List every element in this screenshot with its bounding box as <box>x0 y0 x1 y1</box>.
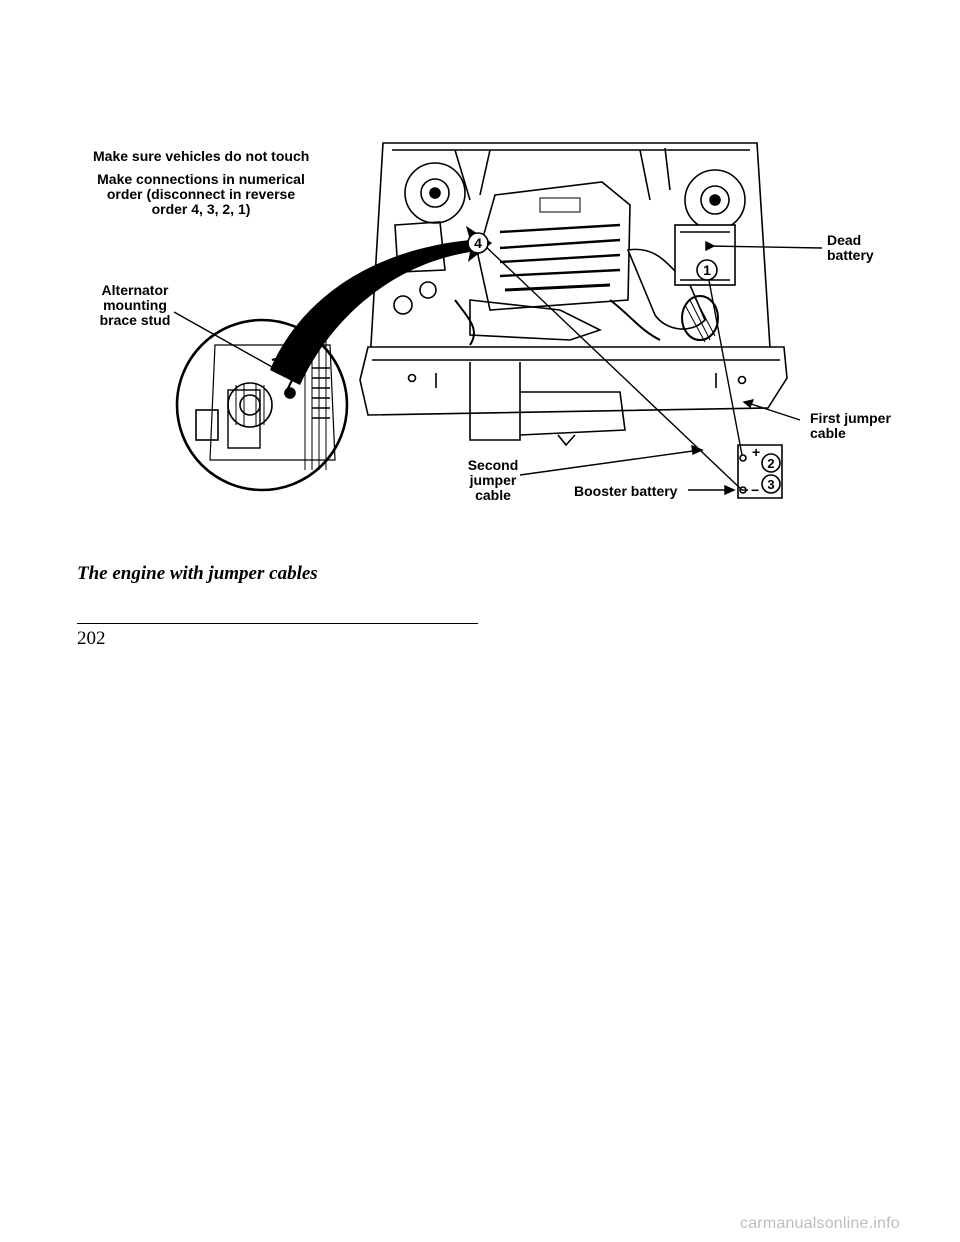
label-dead-line2: battery <box>827 247 874 263</box>
label-alternator-stud: Alternator mounting brace stud <box>92 283 178 328</box>
label-alt-line3: brace stud <box>99 312 171 328</box>
front-bumper <box>359 346 788 416</box>
label-alt-line1: Alternator <box>101 282 169 298</box>
label-alt-line2: mounting <box>103 297 167 313</box>
footer-rule <box>77 623 478 624</box>
second-jumper-cable-line <box>481 242 743 491</box>
page-number: 202 <box>77 628 106 649</box>
svg-text:3: 3 <box>767 477 774 492</box>
engine-cover <box>477 181 631 311</box>
label-order-line1: Make connections in numerical <box>97 171 305 187</box>
negative-terminal-sign: − <box>751 482 759 498</box>
label-first-jumper-cable: First jumper cable <box>810 411 891 441</box>
marker-four: 4 <box>467 232 489 254</box>
positive-terminal-sign: + <box>752 444 760 460</box>
booster-battery <box>737 444 783 499</box>
label-dead-line1: Dead <box>827 232 862 248</box>
marker-one: 1 <box>696 259 718 281</box>
label-second-line3: cable <box>475 487 511 503</box>
label-first-line2: cable <box>810 425 846 441</box>
label-order-line2: order (disconnect in reverse <box>106 186 296 202</box>
label-dead-battery: Dead battery <box>827 233 874 263</box>
svg-text:1: 1 <box>703 262 711 278</box>
label-no-touch: Make sure vehicles do not touch <box>93 148 310 164</box>
watermark: carmanualsonline.info <box>740 1215 900 1232</box>
label-connection-order: Make connections in numerical order (dis… <box>92 172 310 217</box>
figure-caption: The engine with jumper cables <box>77 563 318 584</box>
label-second-line1: Second <box>467 457 519 473</box>
label-first-line1: First jumper <box>810 410 891 426</box>
marker-three: 3 <box>761 474 781 494</box>
label-booster-battery: Booster battery <box>574 483 678 499</box>
label-second-line2: jumper <box>469 472 517 488</box>
label-order-line3: order 4, 3, 2, 1) <box>151 201 251 217</box>
label-second-jumper-cable: Second jumper cable <box>462 458 524 503</box>
svg-text:2: 2 <box>767 456 774 471</box>
svg-text:4: 4 <box>474 235 482 251</box>
first-jumper-cable-line <box>706 269 743 456</box>
marker-two: 2 <box>761 453 781 473</box>
engine-jumper-illustration: 4 1 2 3 + − <box>173 142 823 499</box>
alternator-magnified-view <box>175 318 349 492</box>
